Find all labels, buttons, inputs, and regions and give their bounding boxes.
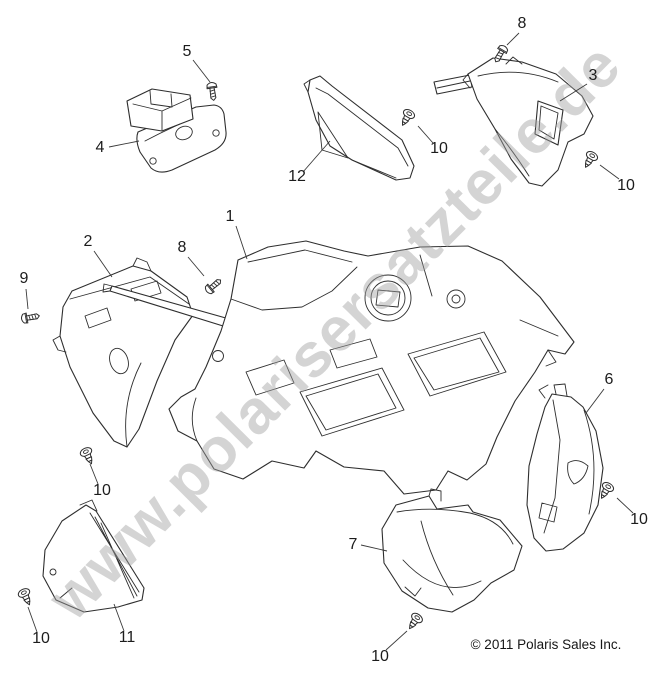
- callout-leader-line: [192, 59, 211, 83]
- callout-leader-line: [599, 164, 620, 180]
- part-3-right-front-fender-drawing: [433, 56, 594, 187]
- callout-leader-line: [559, 83, 588, 102]
- callout-leader-line: [385, 630, 408, 651]
- callout-leader-line: [187, 256, 205, 277]
- callout-leader-line: [93, 250, 113, 278]
- callout-leader-line: [108, 140, 140, 148]
- callout-number-10: 10: [617, 177, 635, 194]
- copyright-text: © 2011 Polaris Sales Inc.: [471, 637, 622, 652]
- callout-number-11: 11: [119, 629, 136, 646]
- part-2-left-front-panel-drawing: [52, 257, 194, 448]
- rivet-fastener-icon: [396, 107, 417, 129]
- callout-leader-line: [235, 225, 248, 260]
- callout-leader-line: [417, 125, 434, 144]
- callout-leader-line: [302, 140, 331, 173]
- callout-leader-line: [360, 544, 388, 552]
- rivet-fastener-icon: [579, 149, 600, 171]
- callout-number-6: 6: [605, 371, 614, 388]
- callout-number-10: 10: [93, 482, 111, 499]
- callout-leader-line: [113, 603, 125, 632]
- callout-number-10: 10: [32, 630, 50, 647]
- callout-number-4: 4: [96, 139, 105, 156]
- part-6-right-side-panel-drawing: [526, 383, 604, 552]
- rivet-fastener-icon: [16, 586, 36, 608]
- callout-number-1: 1: [226, 208, 235, 225]
- screw-fastener-icon: [203, 275, 225, 296]
- callout-leader-line: [89, 463, 99, 485]
- rivet-fastener-icon: [404, 610, 425, 633]
- rivet-fastener-icon: [78, 445, 98, 467]
- callout-number-7: 7: [349, 536, 358, 553]
- callout-leader-line: [27, 606, 38, 633]
- callout-number-10: 10: [430, 140, 448, 157]
- callout-number-5: 5: [183, 43, 192, 60]
- part-4-front-cover-drawing: [126, 88, 227, 173]
- callout-number-3: 3: [589, 67, 598, 84]
- callout-leader-line: [616, 497, 634, 514]
- part-7-front-bumper-cover-drawing: [381, 488, 523, 613]
- part-1-front-body-drawing: [102, 240, 575, 495]
- callout-number-10: 10: [630, 511, 648, 528]
- callout-leader-line: [506, 32, 520, 46]
- part-12-center-trim-drawing: [303, 75, 415, 181]
- screw-fastener-icon: [20, 310, 41, 325]
- screw-fastener-icon: [205, 81, 220, 102]
- callout-number-9: 9: [20, 270, 29, 287]
- callout-number-12: 12: [288, 168, 306, 185]
- callout-leader-line: [585, 388, 605, 414]
- callout-number-8: 8: [518, 15, 527, 32]
- part-11-left-lower-panel-drawing: [42, 499, 145, 613]
- callout-number-2: 2: [84, 233, 93, 250]
- callout-leader-line: [25, 288, 29, 310]
- callout-number-10: 10: [371, 648, 389, 665]
- callout-number-8: 8: [178, 239, 187, 256]
